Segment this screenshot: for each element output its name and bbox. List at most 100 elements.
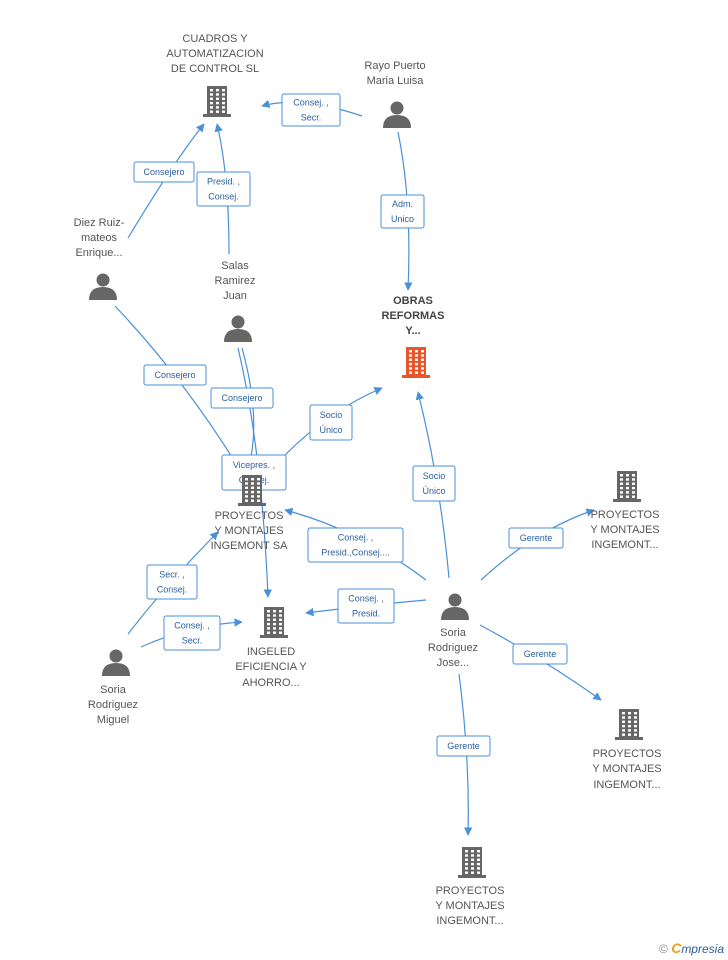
building-window bbox=[279, 631, 282, 634]
building-window bbox=[477, 862, 480, 866]
building-base bbox=[203, 114, 231, 117]
edge-label-e13[interactable]: Consej. ,Secr. bbox=[163, 615, 221, 651]
node-obras[interactable]: OBRASREFORMASY... bbox=[382, 295, 445, 378]
person-body bbox=[102, 663, 130, 676]
building-window bbox=[216, 106, 219, 109]
edge-label-e16[interactable]: Gerente bbox=[436, 735, 491, 757]
building-window bbox=[267, 618, 270, 621]
edge-label-box bbox=[380, 194, 425, 229]
edge-label-e15[interactable]: Gerente bbox=[512, 643, 568, 665]
building-window bbox=[222, 97, 225, 100]
building-window bbox=[471, 854, 474, 857]
edge-label-box bbox=[143, 364, 207, 386]
building-window bbox=[632, 495, 635, 498]
edge-label-text: Consej. bbox=[157, 585, 188, 595]
edge-label-e12[interactable]: Secr. ,Consej. bbox=[146, 564, 198, 600]
node-label: Diez Ruiz- bbox=[74, 217, 125, 229]
node-label: Ramirez bbox=[215, 275, 256, 287]
building-window bbox=[634, 729, 637, 732]
building-window bbox=[465, 867, 468, 870]
building-window bbox=[409, 354, 412, 357]
node-label: Juan bbox=[223, 290, 247, 302]
building-window bbox=[465, 871, 468, 874]
person-icon bbox=[441, 593, 469, 620]
node-label: Y... bbox=[405, 325, 420, 337]
building-window bbox=[216, 101, 219, 105]
person-head bbox=[96, 273, 110, 287]
person-body bbox=[89, 287, 117, 300]
node-label: AHORRO... bbox=[242, 677, 299, 689]
edge-label-e4[interactable]: Adm.Unico bbox=[380, 194, 425, 229]
person-body bbox=[441, 607, 469, 620]
building-window bbox=[465, 854, 468, 857]
building-window bbox=[210, 89, 213, 92]
node-label: Miguel bbox=[97, 714, 129, 726]
edge-label-e2[interactable]: Consejero bbox=[133, 161, 195, 183]
edge-label-e5[interactable]: Consejero bbox=[143, 364, 207, 386]
node-label: Salas bbox=[221, 260, 249, 272]
edge-label-text: Consej. , bbox=[174, 621, 210, 631]
building-window bbox=[622, 724, 625, 728]
edge-label-text: Único bbox=[319, 425, 342, 435]
copyright-icon: © bbox=[659, 942, 668, 956]
node-diez[interactable]: Diez Ruiz-mateosEnrique... bbox=[74, 217, 125, 300]
edge-label-box bbox=[307, 527, 404, 563]
edge-label-box bbox=[196, 171, 251, 207]
building-window bbox=[273, 618, 276, 621]
node-label: INGEMONT... bbox=[593, 779, 660, 791]
building-window bbox=[222, 110, 225, 113]
building-window bbox=[626, 495, 629, 498]
building-window bbox=[622, 729, 625, 732]
building-window bbox=[421, 371, 424, 374]
node-label: Y MONTAJES bbox=[590, 524, 659, 536]
building-window bbox=[245, 486, 248, 489]
building-window bbox=[216, 89, 219, 92]
building-window bbox=[628, 712, 631, 715]
building-window bbox=[216, 110, 219, 113]
building-window bbox=[245, 490, 248, 494]
edge-label-e11[interactable]: Gerente bbox=[508, 527, 564, 549]
building-window bbox=[251, 486, 254, 489]
building-window bbox=[222, 101, 225, 105]
edge-label-text: Consej. , bbox=[338, 533, 374, 543]
node-soria_jose[interactable]: SoriaRodriguezJose... bbox=[428, 593, 478, 670]
edge-label-e6[interactable]: Consejero bbox=[210, 387, 274, 409]
building-window bbox=[471, 862, 474, 866]
edge-label-e10[interactable]: Consej. ,Presid.,Consej.... bbox=[307, 527, 404, 563]
node-label: Rodriguez bbox=[88, 699, 138, 711]
node-label: Y MONTAJES bbox=[214, 525, 283, 537]
building-window bbox=[245, 499, 248, 502]
edge-label-box bbox=[508, 527, 564, 549]
building-window bbox=[465, 858, 468, 861]
building-window bbox=[222, 106, 225, 109]
building-window bbox=[622, 716, 625, 719]
building-window bbox=[622, 733, 625, 736]
edge-label-text: Vicepres. , bbox=[233, 460, 275, 470]
edge-label-e3[interactable]: Presid. ,Consej. bbox=[196, 171, 251, 207]
node-label: PROYECTOS bbox=[593, 748, 662, 760]
building-window bbox=[210, 106, 213, 109]
person-body bbox=[383, 115, 411, 128]
node-label: Soria bbox=[100, 684, 127, 696]
edge-label-e14[interactable]: Consej. ,Presid. bbox=[337, 588, 395, 624]
person-icon bbox=[383, 101, 411, 128]
edge-label-e1[interactable]: Consej. ,Secr. bbox=[281, 93, 341, 127]
edge-label-text: Consej. bbox=[208, 192, 239, 202]
building-window bbox=[222, 89, 225, 92]
person-head bbox=[109, 649, 123, 663]
building-window bbox=[409, 358, 412, 361]
building-window bbox=[628, 729, 631, 732]
edge-label-text: Consejero bbox=[221, 393, 262, 403]
